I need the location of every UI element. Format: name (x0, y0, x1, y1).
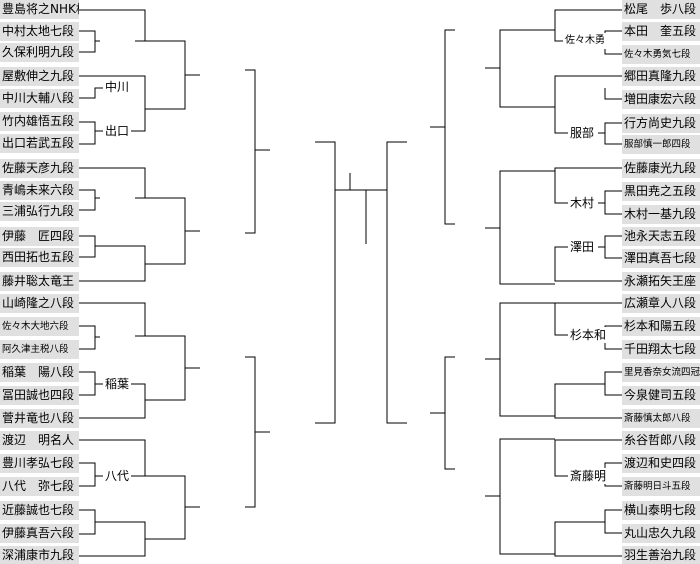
player-plate: 山崎隆之八段 (0, 294, 79, 313)
player-plate: 伊藤 匠四段 (0, 227, 79, 246)
player-plate: 渡辺和史四段 (622, 454, 700, 473)
player-plate: 千田翔太七段 (622, 340, 700, 359)
player-plate: 池永天志五段 (622, 227, 700, 246)
player-plate: 横山泰明七段 (622, 501, 700, 520)
player-plate: 竹内雄悟五段 (0, 112, 79, 131)
player-plate: 中村太地七段 (0, 22, 79, 41)
player-plate: 渡辺 明名人 (0, 431, 79, 450)
player-plate: 里見香奈女流四冠 (622, 363, 700, 382)
player-plate: 青嶋未来六段 (0, 181, 79, 200)
player-plate: 伊藤真吾六段 (0, 524, 79, 543)
player-plate: 深浦康市九段 (0, 546, 79, 564)
player-plate: 豊川孝弘七段 (0, 454, 79, 473)
player-plate: 中川大輔八段 (0, 89, 79, 108)
round-winner: 服部 (568, 125, 597, 141)
player-plate: 木村一基九段 (622, 205, 700, 224)
player-plate: 松尾 歩八段 (622, 0, 700, 19)
round-winner: 出口 (103, 123, 132, 139)
player-plate: 本田 奎五段 (622, 22, 700, 41)
player-plate: 広瀬章人八段 (622, 294, 700, 313)
player-plate: 出口若武五段 (0, 134, 79, 153)
round-winner: 佐々木勇 (563, 33, 607, 49)
player-plate: 三浦弘行九段 (0, 202, 79, 221)
player-plate: 澤田真吾七段 (622, 249, 700, 268)
player-plate: 近藤誠也七段 (0, 501, 79, 520)
player-plate: 丸山忠久九段 (622, 524, 700, 543)
round-winner: 杉本和 (568, 327, 609, 343)
round-winner: 稲葉 (103, 376, 132, 392)
player-plate: 斎藤慎太郎八段 (622, 409, 700, 428)
player-plate: 杉本和陽五段 (622, 317, 700, 336)
player-plate: 服部慎一郎四段 (622, 135, 700, 154)
player-plate: 菅井竜也八段 (0, 409, 79, 428)
round-winner: 木村 (568, 195, 597, 211)
player-plate: 豊島将之NHK杯 (0, 0, 79, 19)
player-plate: 稲葉 陽八段 (0, 363, 79, 382)
player-plate: 西田拓也五段 (0, 248, 79, 267)
player-plate: 糸谷哲郎八段 (622, 431, 700, 450)
player-plate: 永瀬拓矢王座 (622, 272, 700, 291)
player-plate: 冨田誠也四段 (0, 386, 79, 405)
player-plate: 羽生善治九段 (622, 546, 700, 564)
player-plate: 佐々木勇気七段 (622, 45, 700, 64)
player-plate: 斎藤明日斗五段 (622, 477, 700, 496)
player-plate: 屋敷伸之九段 (0, 67, 79, 86)
player-plate: 佐藤康光九段 (622, 159, 700, 178)
player-plate: 黒田尭之五段 (622, 182, 700, 201)
player-plate: 佐藤天彦九段 (0, 159, 79, 178)
player-plate: 佐々木大地六段 (0, 317, 79, 336)
round-winner: 澤田 (568, 239, 597, 255)
player-plate: 郷田真隆九段 (622, 67, 700, 86)
round-winner: 斎藤明 (568, 468, 609, 484)
player-plate: 増田康宏六段 (622, 90, 700, 109)
player-plate: 久保利明九段 (0, 43, 79, 62)
player-plate: 行方尚史九段 (622, 114, 700, 133)
round-winner: 八代 (103, 468, 132, 484)
player-plate: 八代 弥七段 (0, 477, 79, 496)
player-plate: 藤井聡太竜王 (0, 272, 79, 291)
player-plate: 今泉健司五段 (622, 386, 700, 405)
round-winner: 中川 (103, 79, 132, 95)
player-plate: 阿久津主税八段 (0, 340, 79, 359)
